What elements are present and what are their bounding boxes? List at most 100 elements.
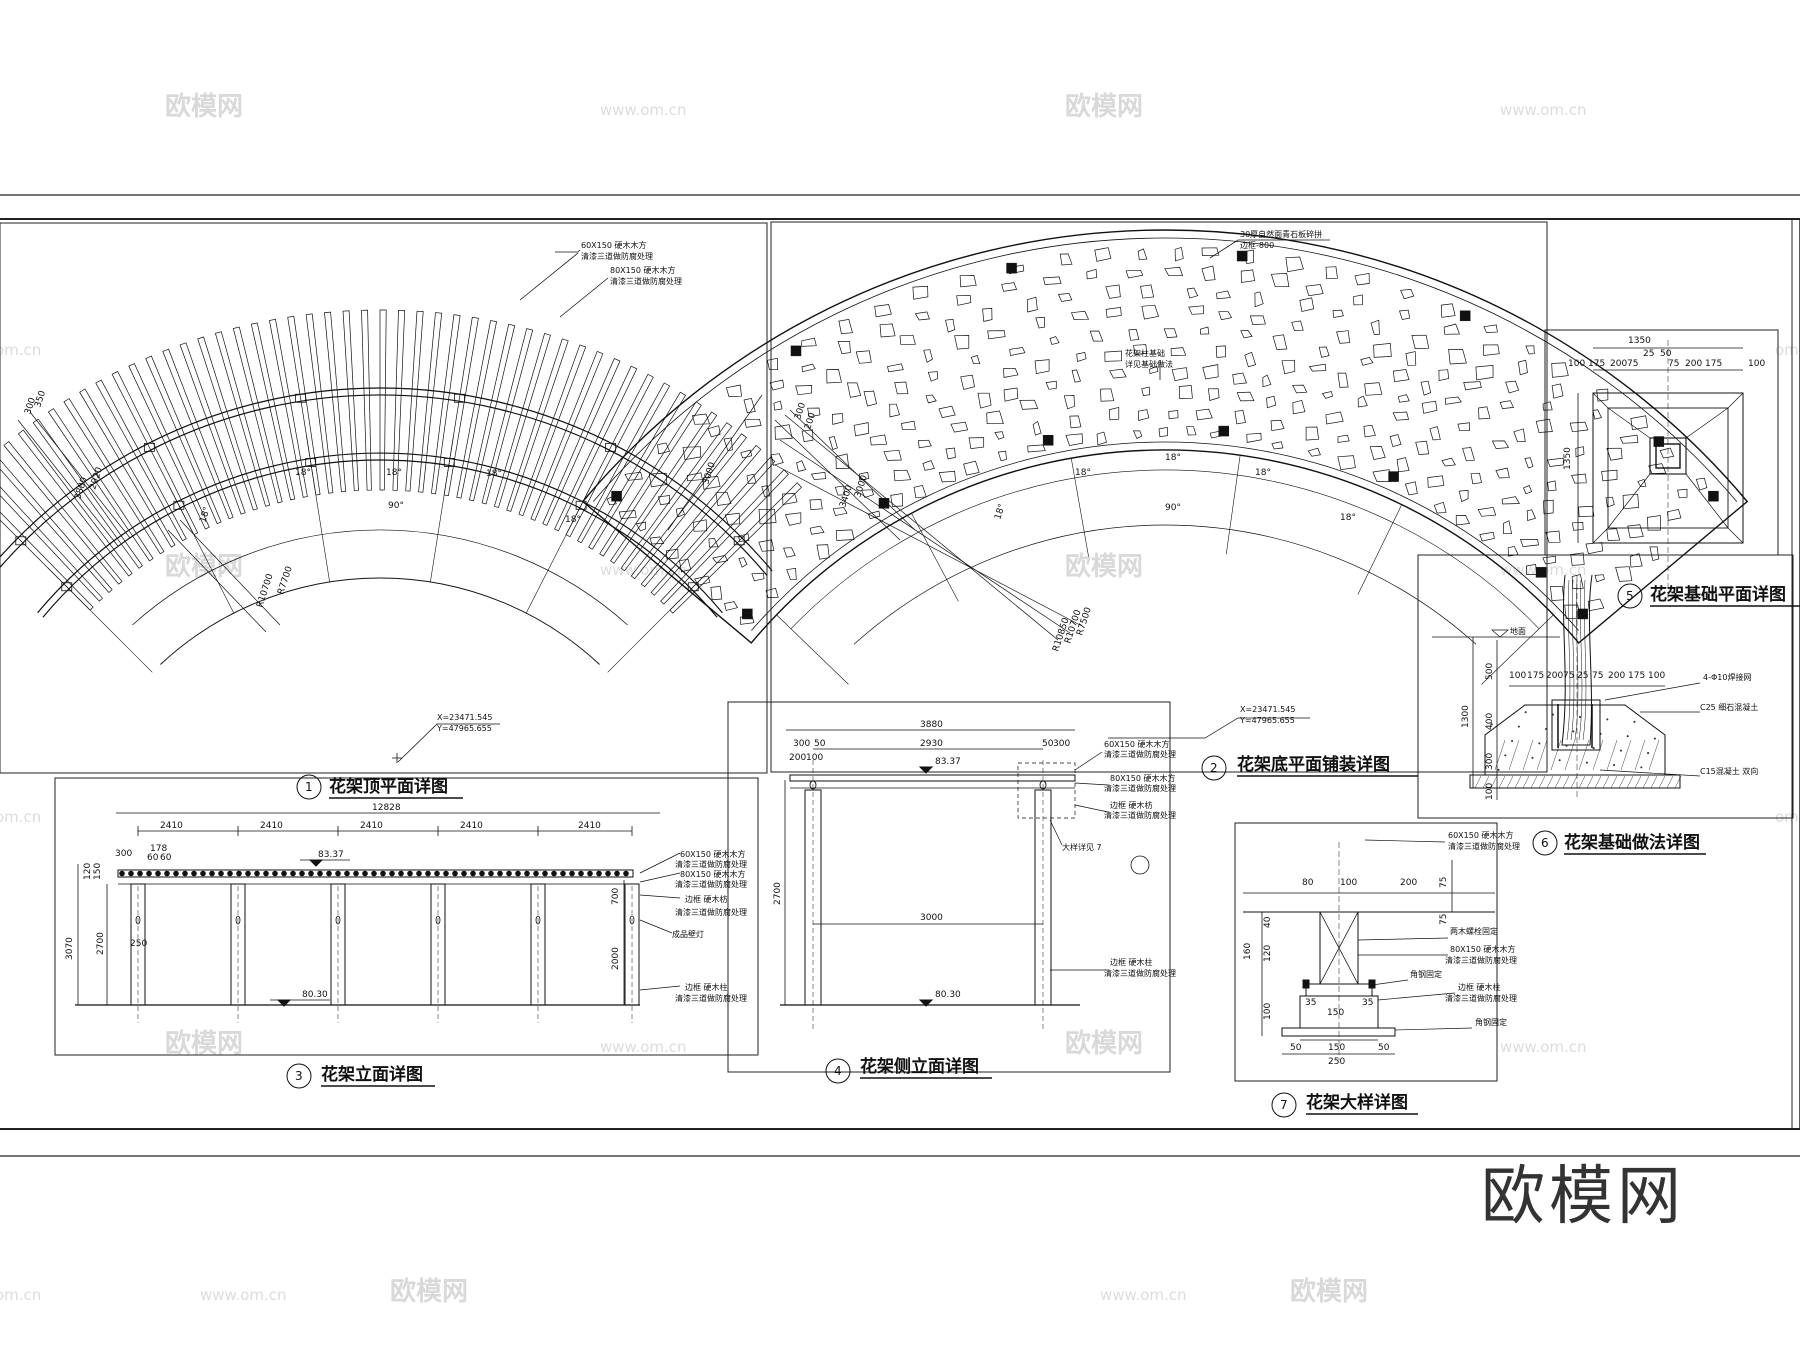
hatch [1642,775,1650,789]
watermark-url: om.cn [0,1286,41,1304]
svg-text:花架基础做法详图: 花架基础做法详图 [1564,832,1700,853]
column [530,883,546,1006]
rafter-end [254,870,260,877]
pergola-side-elevation [780,717,1310,1030]
paving-stone [1400,289,1415,300]
paving-stone [1596,388,1609,402]
rafter-end [299,870,305,877]
rafter-end [551,870,557,877]
ground-mark [1491,629,1509,638]
blinding [1469,774,1681,789]
paving-stone [1606,528,1621,541]
side-right-dim: 300 [1053,739,1070,749]
elev-small-dim: 250 [130,939,147,949]
paving-stone [994,431,1005,440]
paving-stone [867,510,881,520]
svg-text:6: 6 [1541,836,1549,850]
paving-stone [769,379,785,391]
aggregate [1613,764,1615,766]
paving-stone [1475,365,1494,381]
hatch [1634,739,1646,771]
rafter [79,388,176,548]
paving-stone [1507,546,1519,557]
rafter-end [209,870,215,877]
aggregate [1538,742,1541,745]
paving-stone [977,392,992,409]
paving-outline [581,229,1749,644]
aggregate [1633,720,1636,723]
aggregate [1545,728,1547,730]
level-mark [918,999,934,1007]
paving-stone [1071,369,1081,383]
hatch [1550,739,1562,771]
elev-span: 2410 [578,821,601,831]
paving-stone [1411,334,1430,349]
radius-leader [774,464,1083,627]
watermark-url: www.om.cn [1500,101,1587,119]
paving-stone [1307,447,1321,457]
paving-stone [1482,344,1500,356]
watermark-url: www.om.cn [600,561,687,579]
paving-stone [1216,290,1231,300]
column-node [687,582,699,592]
radial-line [776,614,849,685]
column [130,883,146,1006]
side-left-dim: 200 [789,753,806,763]
paving-stone [1622,493,1640,510]
paving-stone [938,405,956,419]
leader-line [1357,937,1449,941]
paving-stone [1132,430,1143,439]
fplan-dim: 200 [1685,359,1702,369]
paving-stone [801,429,814,442]
rafter-end [218,870,224,877]
detail-base: 50 [1290,1043,1302,1053]
paving-stone [1332,309,1344,318]
paving-stone [1369,446,1386,461]
side-left-dim: 50 [814,739,826,749]
paving-stone [1158,426,1168,438]
paving-stone [783,547,796,558]
rafter-end [155,870,161,877]
rafter [111,371,199,536]
fplan-side: 1350 [1563,447,1573,470]
paving-stone [1236,391,1255,402]
elev-small-dim: 60 [160,853,172,863]
paving-stone [1109,406,1120,421]
paving-stone [1513,428,1526,443]
elev-span: 2410 [260,821,283,831]
rafter-end [371,870,377,877]
level-mark [918,766,934,774]
leader-line [1049,819,1063,846]
radial-line [1070,458,1089,557]
rafter-end [488,870,494,877]
rafter-end [542,870,548,877]
rafter [468,323,516,502]
paving-stone [1201,247,1220,256]
paving-stone [1042,276,1062,285]
rafter [0,486,103,602]
rafter-end [245,870,251,877]
paving-stone [702,476,721,490]
fsec-note: 4-Φ10焊接网 [1703,672,1751,682]
paving-stone [801,363,816,373]
paving-stone [1594,574,1605,583]
watermark-text: 欧模网 [165,91,243,122]
paving-stone [1462,447,1475,462]
rafter-end [524,870,530,877]
pergola-paving-plan [581,229,1749,685]
radial-line [1225,455,1241,555]
paving-stone [1086,268,1097,280]
slope-line [1592,392,1609,409]
side-height: 2700 [773,882,783,905]
svg-text:7: 7 [1280,1098,1288,1112]
paving-stone [1170,347,1187,356]
rafter [405,310,424,492]
paving-stone [837,341,851,354]
paving-stone [665,548,679,560]
paving-stone [1262,374,1272,388]
paving-stone [832,507,848,516]
rafter [287,315,321,496]
hatch [1562,775,1570,789]
rafter [3,441,123,585]
hatch [1522,739,1534,771]
